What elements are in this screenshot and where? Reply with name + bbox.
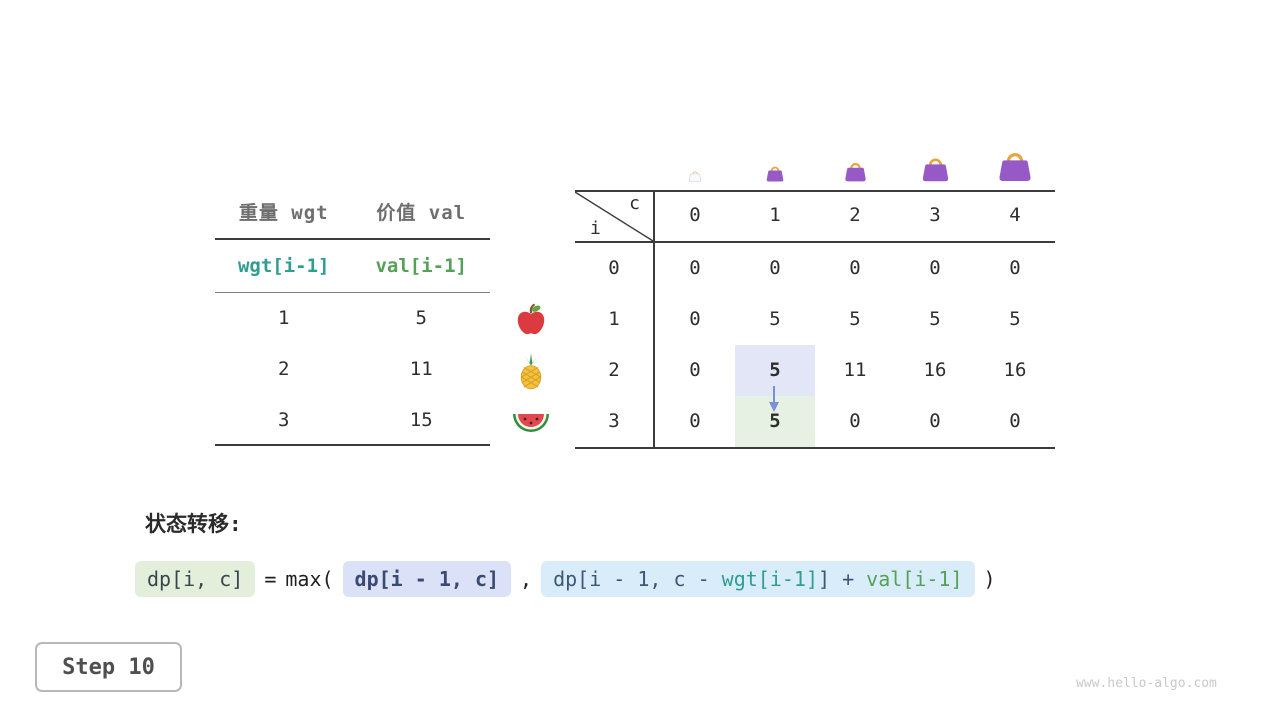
state-transition-label: 状态转移: bbox=[145, 512, 242, 536]
dp-row-header: 1 bbox=[575, 294, 655, 345]
weights-table-header-row: 重量 wgt 价值 val bbox=[215, 189, 490, 240]
watermark: www.hello-algo.com bbox=[1076, 676, 1217, 691]
value-cell: 5 bbox=[415, 307, 427, 329]
dp-col-header: 0 bbox=[655, 192, 735, 243]
dp-cell: 16 bbox=[1003, 359, 1027, 381]
weights-table: 重量 wgt 价值 val wgt[i-1] val[i-1] 1 5 2 11… bbox=[215, 189, 490, 446]
arg2-val-term: val[i-1] bbox=[866, 567, 963, 591]
row-variable-label: i bbox=[590, 218, 601, 239]
dp-cell: 11 bbox=[843, 359, 867, 381]
dp-row-header: 3 bbox=[575, 396, 655, 447]
dp-cell: 0 bbox=[689, 410, 701, 432]
dp-col-header: 4 bbox=[975, 192, 1055, 243]
formula-arg2: dp[i - 1, c - wgt[i-1]] + val[i-1] bbox=[541, 561, 975, 597]
watermelon-icon bbox=[507, 396, 555, 447]
weight-cell: 2 bbox=[278, 358, 290, 380]
dp-cell: 0 bbox=[689, 257, 701, 279]
table-row: 2 11 bbox=[215, 344, 490, 395]
value-header: 价值 val bbox=[376, 202, 467, 224]
dp-cell: 0 bbox=[1009, 410, 1021, 432]
step-indicator: Step 10 bbox=[35, 642, 182, 692]
dp-cell: 16 bbox=[923, 359, 947, 381]
step-label: Step 10 bbox=[62, 654, 155, 680]
dp-cell: 0 bbox=[1009, 257, 1021, 279]
dp-col-header: 1 bbox=[735, 192, 815, 243]
arg2-prefix: dp[i - 1, c - bbox=[553, 567, 722, 591]
dp-cell: 5 bbox=[929, 308, 941, 330]
dp-cell: 5 bbox=[769, 308, 781, 330]
dp-table: c i 0 1 2 3 4 0 0 0 0 0 0 1 0 5 5 5 5 2 … bbox=[575, 190, 1055, 449]
dp-cell: 0 bbox=[929, 410, 941, 432]
equals-sign: = bbox=[264, 567, 277, 591]
bag-xlarge-icon bbox=[996, 150, 1034, 182]
bag-small-icon bbox=[765, 165, 785, 182]
weights-table-var-row: wgt[i-1] val[i-1] bbox=[215, 240, 490, 293]
dp-cell: 5 bbox=[849, 308, 861, 330]
dp-cell: 0 bbox=[689, 308, 701, 330]
bag-medium-icon bbox=[843, 161, 868, 182]
bag-empty-icon bbox=[688, 170, 702, 182]
comma: , bbox=[520, 567, 533, 591]
wgt-var-cell: wgt[i-1] bbox=[237, 255, 330, 277]
col-variable-label: c bbox=[629, 193, 640, 214]
val-var-cell: val[i-1] bbox=[375, 255, 467, 277]
close-paren: ) bbox=[983, 567, 996, 591]
dp-col-header: 3 bbox=[895, 192, 975, 243]
dp-corner-cell: c i bbox=[575, 192, 655, 243]
weight-header: 重量 wgt bbox=[238, 202, 329, 224]
dp-cell: 0 bbox=[849, 410, 861, 432]
formula-lhs: dp[i, c] bbox=[135, 561, 256, 597]
formula-arg1: dp[i - 1, c] bbox=[342, 561, 512, 597]
value-cell: 11 bbox=[409, 358, 433, 380]
dp-cell: 0 bbox=[929, 257, 941, 279]
dp-col-header: 2 bbox=[815, 192, 895, 243]
value-cell: 15 bbox=[409, 409, 433, 431]
weight-cell: 3 bbox=[278, 409, 290, 431]
table-row: 3 15 bbox=[215, 395, 490, 446]
weight-cell: 1 bbox=[278, 307, 290, 329]
bag-large-icon bbox=[920, 156, 951, 182]
dp-cell: 5 bbox=[1009, 308, 1021, 330]
table-row: 1 5 bbox=[215, 293, 490, 344]
dp-cell: 0 bbox=[769, 257, 781, 279]
arg2-wgt-term: wgt[i-1] bbox=[721, 567, 818, 591]
arg2-infix: ] + bbox=[818, 567, 867, 591]
dp-row-header: 2 bbox=[575, 345, 655, 396]
apple-icon bbox=[507, 294, 555, 345]
dp-row-header: 0 bbox=[575, 243, 655, 294]
dp-cell: 0 bbox=[849, 257, 861, 279]
dp-cell: 0 bbox=[689, 359, 701, 381]
max-open: max( bbox=[285, 567, 334, 591]
state-transition-formula: dp[i, c] = max( dp[i - 1, c] , dp[i - 1,… bbox=[135, 561, 996, 597]
pineapple-icon bbox=[507, 345, 555, 396]
arrow-down-icon bbox=[769, 386, 779, 412]
